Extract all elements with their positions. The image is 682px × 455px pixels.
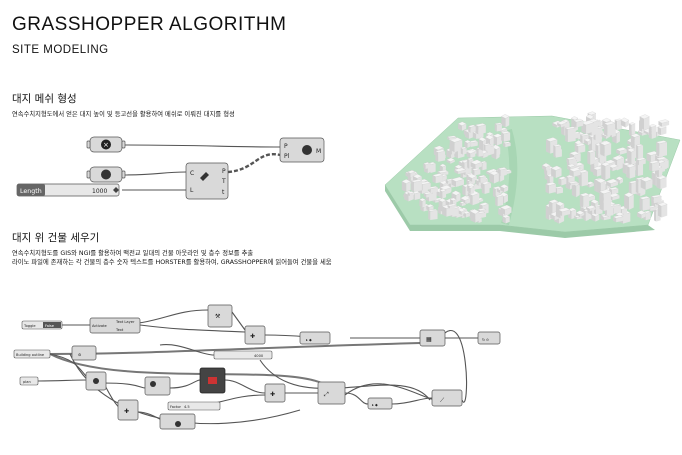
svg-text:M: M xyxy=(316,148,321,155)
curve-param-node[interactable] xyxy=(86,166,126,183)
gh-component xyxy=(207,304,233,328)
curve-icon xyxy=(101,169,111,180)
toggle-component[interactable]: Toggle False xyxy=(21,320,63,330)
svg-text:Factor: Factor xyxy=(170,405,182,409)
building-cluster xyxy=(401,111,670,224)
svg-text:L: L xyxy=(190,187,194,194)
factor-panel[interactable]: Factor 4.5 xyxy=(167,401,221,411)
svg-text:P: P xyxy=(284,143,288,150)
svg-text:Toggle: Toggle xyxy=(23,324,36,328)
gh-component xyxy=(244,325,266,345)
svg-text:4.5: 4.5 xyxy=(184,405,190,409)
gh-component xyxy=(299,331,331,345)
svg-text:✚: ✚ xyxy=(270,391,275,398)
svg-text:C: C xyxy=(190,170,194,177)
slider-value: 1000 xyxy=(92,188,107,195)
gh-component xyxy=(144,376,171,396)
svg-text:⚙: ⚙ xyxy=(78,353,81,357)
length-slider[interactable]: Length 1000 xyxy=(16,183,120,197)
svg-text:Text: Text xyxy=(115,328,124,332)
section1-description: 연속수치지형도에서 얻은 대지 높이 및 등고선을 활용하여 메쉬로 이뤄진 대… xyxy=(12,111,235,118)
activate-text-node[interactable]: Activate Text Layer Text xyxy=(89,317,141,334)
svg-text:False: False xyxy=(45,324,55,328)
gh-component xyxy=(117,399,139,421)
svg-text:4000: 4000 xyxy=(254,354,264,358)
wire xyxy=(121,144,281,148)
svg-text:P: P xyxy=(222,168,226,175)
svg-text:▸ ◆: ▸ ◆ xyxy=(306,338,312,342)
cross-icon xyxy=(101,139,111,150)
divide-icon xyxy=(200,172,209,181)
svg-text:✚: ✚ xyxy=(124,408,129,415)
svg-text:✚: ✚ xyxy=(250,333,255,340)
plan-param[interactable]: plan xyxy=(19,376,39,386)
building-outline-param[interactable]: Building outline xyxy=(13,349,51,359)
section2-description-line1: 연속수치지형도를 GIS와 NGI를 활용하여 맥전교 일대의 건물 아웃라인 … xyxy=(12,250,254,257)
svg-text:⟋: ⟋ xyxy=(440,397,445,404)
svg-text:Building outline: Building outline xyxy=(16,353,45,357)
gh-component xyxy=(264,383,286,403)
gh-component xyxy=(419,329,446,347)
svg-text:Activate: Activate xyxy=(92,324,108,328)
svg-text:Pl: Pl xyxy=(284,153,290,160)
svg-text:⤢: ⤢ xyxy=(324,391,329,398)
page-subtitle: SITE MODELING xyxy=(12,44,109,56)
svg-text:Text Layer: Text Layer xyxy=(115,320,135,324)
svg-text:▦: ▦ xyxy=(426,336,432,343)
geometry-param-node[interactable]: × xyxy=(86,136,126,153)
wire xyxy=(227,153,281,174)
slider-label: Length xyxy=(20,188,42,195)
wire xyxy=(121,171,187,176)
gh-component xyxy=(317,381,346,405)
preview-node[interactable] xyxy=(199,367,226,394)
svg-text:plan: plan xyxy=(23,380,31,384)
number-slider[interactable]: 4000 xyxy=(213,350,273,360)
slider-handle[interactable] xyxy=(113,187,119,193)
mesh-node[interactable]: P Pl M xyxy=(279,137,325,163)
divide-curve-node[interactable]: C L P T t xyxy=(185,162,229,200)
section1-heading: 대지 메쉬 형성 xyxy=(12,93,77,105)
section2-description-line2: 라이노 파일에 존재하는 각 건물의 층수 숫자 텍스트를 HORSTER를 활… xyxy=(12,259,332,266)
section2-heading: 대지 위 건물 세우기 xyxy=(12,232,100,244)
preview-icon xyxy=(208,377,217,384)
svg-text:t: t xyxy=(222,189,225,196)
gh-component xyxy=(431,389,463,407)
svg-text:▸ ◆: ▸ ◆ xyxy=(372,403,378,407)
gh-component xyxy=(71,345,97,361)
svg-text:⚒: ⚒ xyxy=(215,313,221,320)
mesh-icon xyxy=(302,145,312,155)
gh-component xyxy=(477,331,501,345)
page-title: GRASSHOPPER ALGORITHM xyxy=(12,14,287,35)
svg-text:×: × xyxy=(103,141,109,149)
svg-text:T: T xyxy=(221,178,226,185)
gh-component xyxy=(367,397,393,410)
svg-text:↻ ⊙: ↻ ⊙ xyxy=(482,338,489,342)
